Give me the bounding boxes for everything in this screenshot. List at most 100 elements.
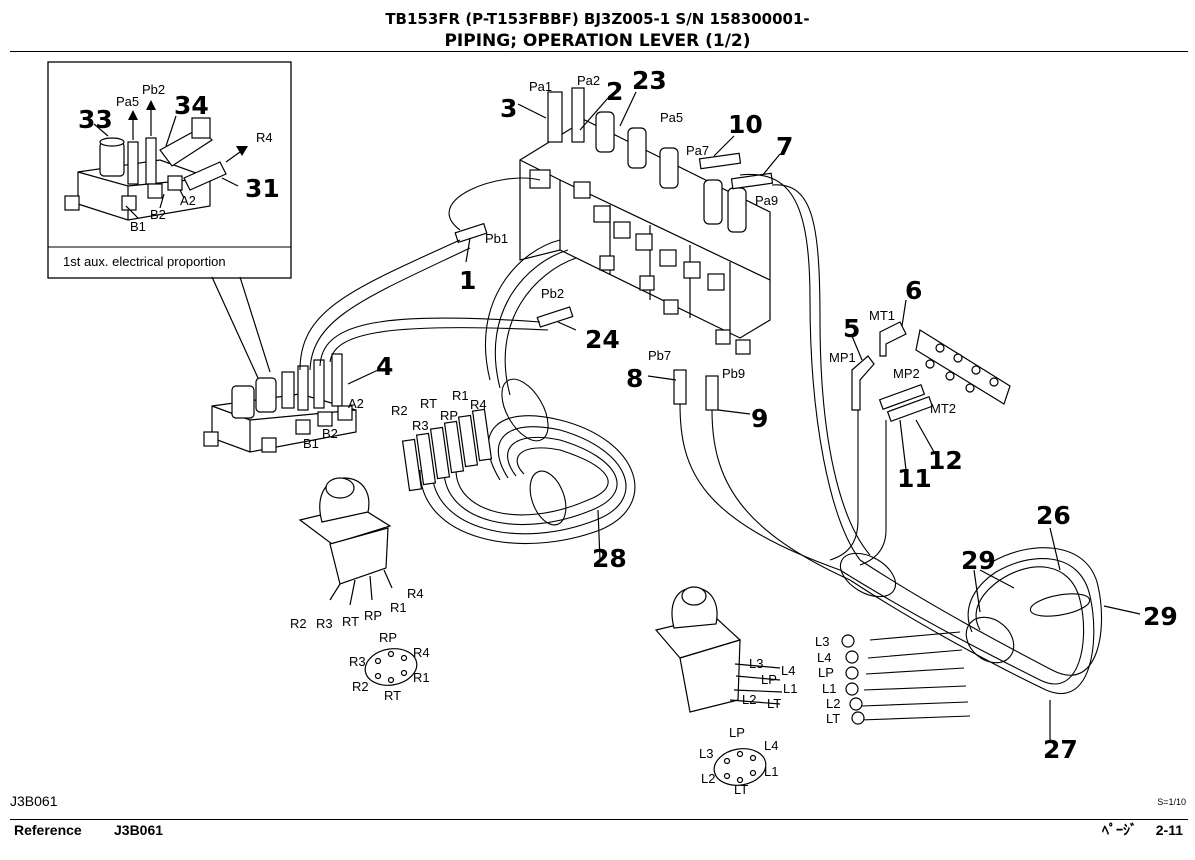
- callout-4: 4: [376, 352, 393, 381]
- right-pattern-rt: RT: [384, 688, 401, 703]
- page-number: 2-11: [1155, 822, 1183, 838]
- left-hose-end-4: L2: [826, 696, 840, 711]
- left-lever-hose-ends: [841, 634, 865, 725]
- port-pb9: Pb9: [722, 366, 745, 381]
- title-line-2: PIPING; OPERATION LEVER (1/2): [444, 31, 751, 51]
- drawing-code: J3B061: [10, 793, 58, 809]
- left-leg-2: LP: [761, 672, 777, 687]
- port-pb2: Pb2: [541, 286, 564, 301]
- right-hose-end-3: R3: [412, 418, 429, 433]
- right-pattern-rp: RP: [379, 630, 397, 645]
- callout-23: 23: [632, 66, 667, 95]
- port-mt1: MT1: [869, 308, 895, 323]
- fitting-5: [851, 355, 875, 411]
- right-leg-5: R4: [407, 586, 424, 601]
- left-leg-5: LT: [767, 696, 781, 711]
- callout-9: 9: [751, 404, 768, 433]
- callout-2: 2: [606, 77, 623, 106]
- callout-6: 6: [905, 276, 922, 305]
- fitting-9: [705, 375, 719, 411]
- callout-27: 27: [1043, 735, 1078, 764]
- port-pa9: Pa9: [755, 193, 778, 208]
- left-pattern-l4: L4: [764, 738, 778, 753]
- right-joystick: [298, 477, 393, 606]
- inset-port-r4: R4: [256, 130, 273, 145]
- left-hose-end-2: LP: [818, 665, 834, 680]
- fitting-6: [879, 321, 907, 357]
- right-hose-end-1: RT: [420, 396, 437, 411]
- inset-port-b2: B2: [150, 207, 166, 222]
- right-leg-0: R2: [290, 616, 307, 631]
- left-pattern-l1: L1: [764, 764, 778, 779]
- inset-caption: 1st aux. electrical proportion: [63, 254, 226, 269]
- left-hose-end-1: L4: [817, 650, 831, 665]
- reference-label: Reference: [14, 822, 82, 838]
- left-pattern-l3: L3: [699, 746, 713, 761]
- port-b2: B2: [322, 426, 338, 441]
- callout-10: 10: [728, 110, 763, 139]
- scale-note: S=1/10: [1157, 797, 1186, 807]
- hose-runs: [299, 173, 1103, 721]
- right-hose-end-2: R1: [452, 388, 469, 403]
- callout-28: 28: [592, 544, 627, 573]
- port-b1: B1: [303, 436, 319, 451]
- right-hose-end-4: RP: [440, 408, 458, 423]
- port-pa2: Pa2: [577, 73, 600, 88]
- callout-33: 33: [78, 105, 113, 134]
- port-mp2: MP2: [893, 366, 920, 381]
- manifold: [915, 329, 1011, 405]
- callout-24: 24: [585, 325, 620, 354]
- callout-11: 11: [897, 464, 932, 493]
- inset-box: [47, 61, 292, 279]
- reference-code: J3B061: [114, 822, 164, 838]
- right-leg-2: RT: [342, 614, 359, 629]
- left-leg-0: L3: [749, 656, 763, 671]
- left-hose-end-5: LT: [826, 711, 840, 726]
- right-pattern-r3: R3: [349, 654, 366, 669]
- fitting-8: [673, 369, 687, 405]
- port-mp1: MP1: [829, 350, 856, 365]
- page-label: ﾍﾟｰｼﾞ: [1102, 822, 1137, 838]
- footer-rule: [10, 819, 1188, 820]
- port-pa7: Pa7: [686, 143, 709, 158]
- right-lever-hose-ends: [401, 408, 493, 492]
- fitting-7: [730, 172, 774, 190]
- left-hose-end-0: L3: [815, 634, 829, 649]
- right-pattern-r2: R2: [352, 679, 369, 694]
- inset-port-pa5: Pa5: [116, 94, 139, 109]
- right-pattern-r1: R1: [413, 670, 430, 685]
- left-leg-4: L2: [742, 692, 756, 707]
- callout-5: 5: [843, 314, 860, 343]
- control-valve: [519, 87, 771, 355]
- port-pa5: Pa5: [660, 110, 683, 125]
- inset-port-a2: A2: [180, 193, 196, 208]
- left-leg-3: L1: [783, 681, 797, 696]
- header-rule: [10, 51, 1188, 52]
- callout-12: 12: [928, 446, 963, 475]
- callout-34: 34: [174, 91, 209, 120]
- inset-port-b1: B1: [130, 219, 146, 234]
- callout-7: 7: [776, 132, 793, 161]
- solenoid-valve-block: [203, 353, 357, 453]
- right-leg-1: R3: [316, 616, 333, 631]
- callout-3: 3: [500, 94, 517, 123]
- port-a2: A2: [348, 396, 364, 411]
- port-mt2: MT2: [930, 401, 956, 416]
- right-hose-end-5: R4: [470, 397, 487, 412]
- callout-29-right: 29: [1143, 602, 1178, 631]
- left-pattern-lt: LT: [734, 782, 748, 797]
- callout-8: 8: [626, 364, 643, 393]
- right-hose-end-0: R2: [391, 403, 408, 418]
- left-pattern-l2: L2: [701, 771, 715, 786]
- right-pattern-r4: R4: [413, 645, 430, 660]
- right-leg-4: R1: [390, 600, 407, 615]
- fitting-1: [454, 222, 488, 244]
- left-joystick: [654, 586, 783, 713]
- callout-29-top: 29: [961, 546, 996, 575]
- fitting-11: [878, 384, 926, 410]
- callout-31: 31: [245, 174, 280, 203]
- port-pa1: Pa1: [529, 79, 552, 94]
- fitting-24: [536, 306, 574, 328]
- port-pb7: Pb7: [648, 348, 671, 363]
